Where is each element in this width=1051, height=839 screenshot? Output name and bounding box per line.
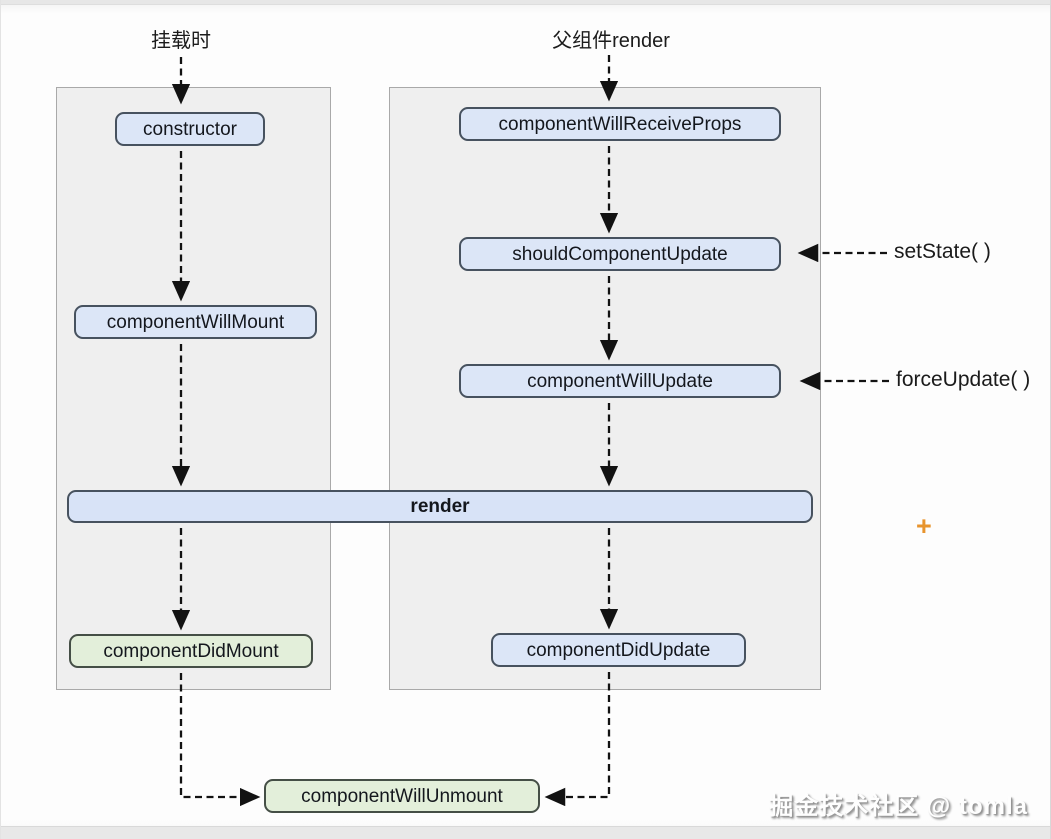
- node-component-will-unmount: componentWillUnmount: [264, 779, 540, 813]
- arrow-didmount-to-unmount: [179, 673, 261, 807]
- plus-cursor-marker: +: [916, 511, 932, 541]
- node-component-did-mount: componentDidMount: [69, 634, 313, 668]
- bottom-edge-strip: [1, 826, 1050, 839]
- setstate-trigger-label: setState( ): [894, 240, 991, 263]
- node-render: render: [67, 490, 813, 523]
- node-constructor: constructor: [115, 112, 265, 146]
- mount-phase-panel: [56, 87, 331, 690]
- node-component-will-receive-props: componentWillReceiveProps: [459, 107, 781, 141]
- mount-phase-label: 挂载时: [151, 30, 211, 52]
- watermark: 掘金技术社区 @ tomla: [769, 793, 1028, 820]
- node-component-will-update: componentWillUpdate: [459, 364, 781, 398]
- forceupdate-trigger-label: forceUpdate( ): [896, 368, 1031, 391]
- top-edge-strip: [1, 0, 1050, 5]
- parent-render-label: 父组件render: [552, 30, 670, 52]
- node-component-did-update: componentDidUpdate: [491, 633, 746, 667]
- node-component-will-mount: componentWillMount: [74, 305, 317, 339]
- arrow-didupdate-to-unmount: [544, 672, 611, 807]
- node-should-component-update: shouldComponentUpdate: [459, 237, 781, 271]
